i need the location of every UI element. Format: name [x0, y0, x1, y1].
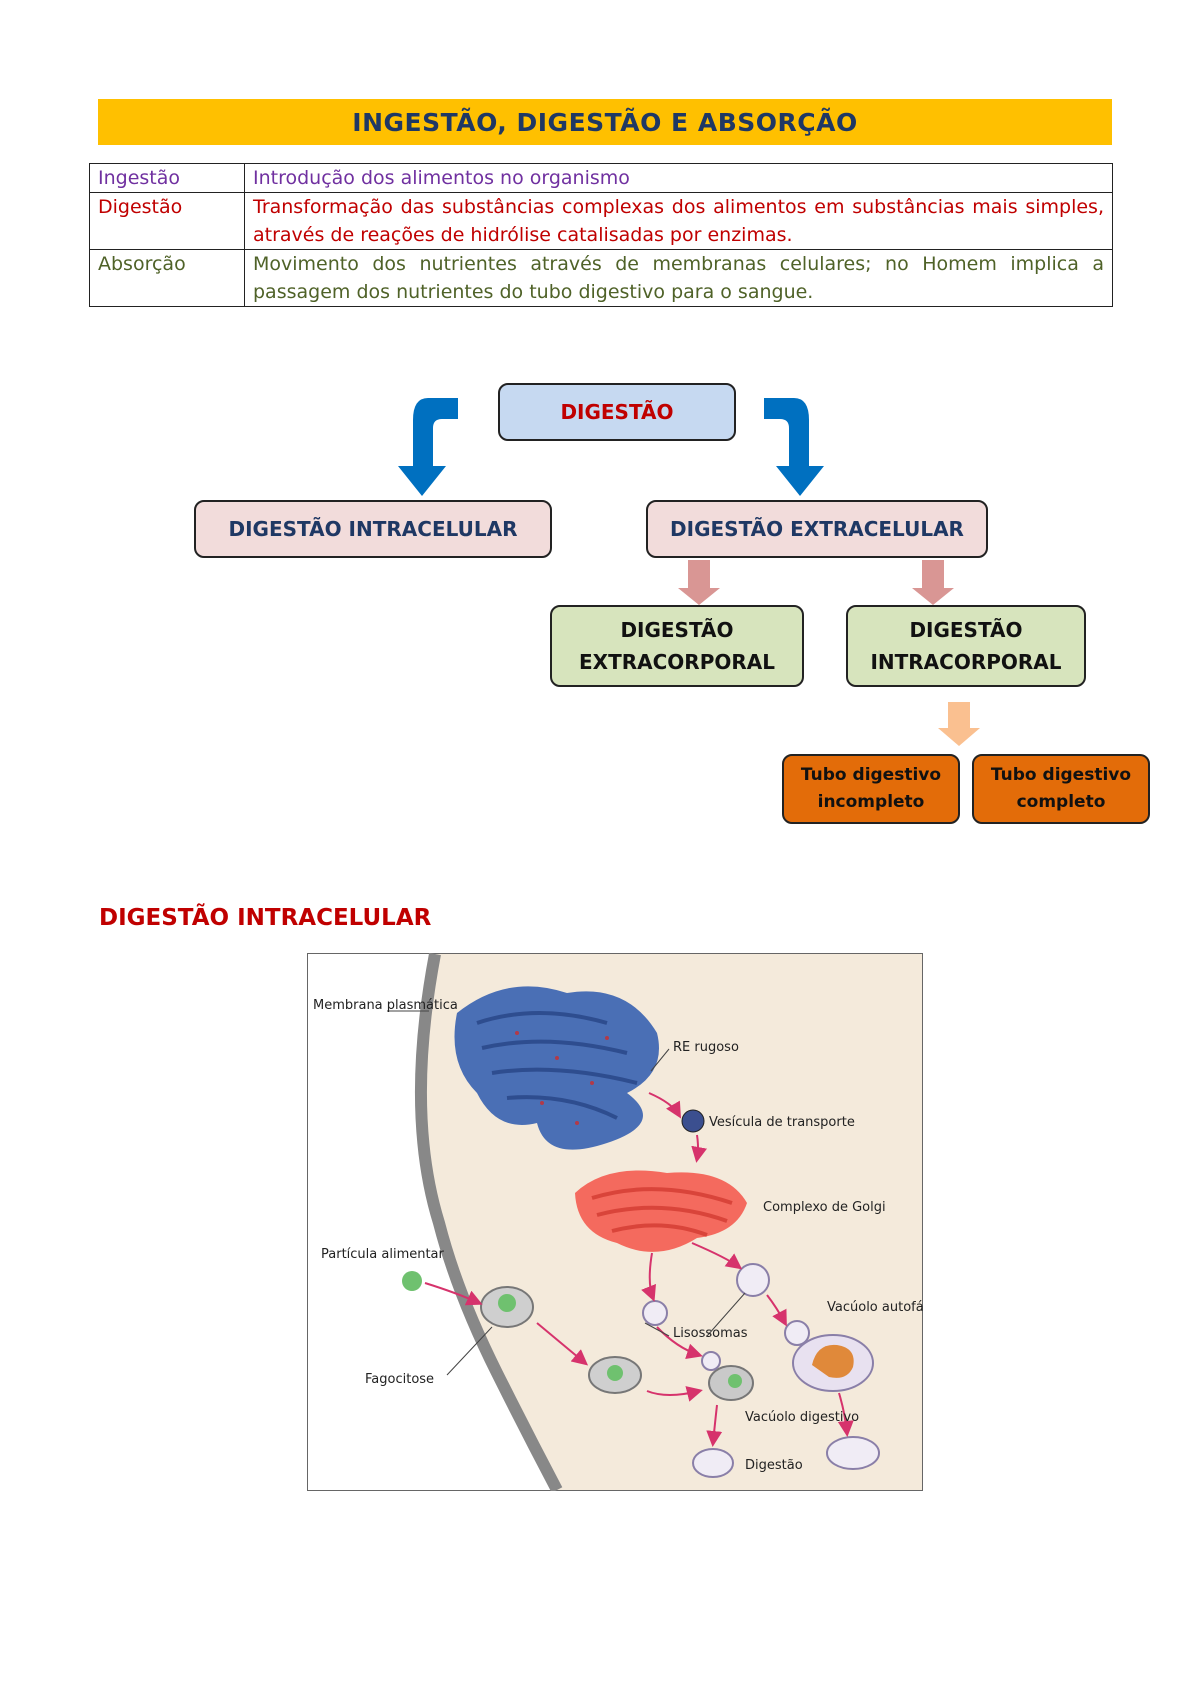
section-title: DIGESTÃO INTRACELULAR — [99, 905, 432, 931]
label-fagocitose: Fagocitose — [365, 1372, 434, 1387]
food-vacuole — [588, 1356, 642, 1394]
definitions-table: Ingestão Introdução dos alimentos no org… — [89, 163, 1113, 307]
digestion-vesicle — [692, 1448, 734, 1478]
label-membrana: Membrana plasmática — [313, 998, 458, 1013]
pink-arrow-extracorporal — [678, 560, 720, 605]
rough-er — [454, 986, 659, 1150]
process-arrows — [424, 1092, 854, 1447]
page-title: INGESTÃO, DIGESTÃO E ABSORÇÃO — [352, 107, 858, 137]
tubo-incompleto-box: Tubo digestivo incompleto — [782, 754, 960, 824]
label-vacuolo-digestivo: Vacúolo digestivo — [745, 1410, 859, 1425]
pink-arrow-intracorporal — [912, 560, 954, 605]
intracelular-box: DIGESTÃO INTRACELULAR — [194, 500, 552, 558]
label-digestao: Digestão — [745, 1458, 803, 1473]
blue-arrow-right — [764, 398, 824, 496]
table-row: Absorção Movimento dos nutrientes atravé… — [89, 249, 1113, 307]
diagram-arrows — [398, 398, 980, 746]
description-digestao: Transformação das substâncias complexas … — [244, 192, 1113, 250]
extracorporal-box: DIGESTÃO EXTRACORPORAL — [550, 605, 804, 687]
description-absorcao: Movimento dos nutrientes através de memb… — [244, 249, 1113, 307]
label-re-rugoso: RE rugoso — [673, 1040, 739, 1055]
term-digestao: Digestão — [89, 192, 245, 250]
digestive-vacuole — [701, 1351, 754, 1401]
digestion-vesicle — [826, 1436, 880, 1470]
autophagic-vacuole — [784, 1320, 874, 1392]
intracellular-digestion-figure: Membrana plasmática RE rugoso Vesícula d… — [307, 953, 923, 1491]
label-golgi: Complexo de Golgi — [763, 1200, 886, 1215]
label-vacuolo-autofagico: Vacúolo autofágico — [827, 1300, 923, 1315]
term-absorcao: Absorção — [89, 249, 245, 307]
intracorporal-box: DIGESTÃO INTRACORPORAL — [846, 605, 1086, 687]
title-banner: INGESTÃO, DIGESTÃO E ABSORÇÃO — [98, 99, 1112, 145]
plasma-membrane — [414, 953, 563, 1491]
label-vesicula: Vesícula de transporte — [709, 1115, 855, 1130]
lysosome — [736, 1263, 770, 1297]
diagram-root-box: DIGESTÃO — [498, 383, 736, 441]
orange-arrow — [938, 702, 980, 746]
food-particle — [402, 1271, 422, 1291]
label-particula: Partícula alimentar — [321, 1247, 445, 1262]
table-row: Digestão Transformação das substâncias c… — [89, 192, 1113, 250]
golgi-complex — [575, 1170, 747, 1252]
tubo-completo-box: Tubo digestivo completo — [972, 754, 1150, 824]
phagocytosis-vesicle — [480, 1286, 534, 1328]
transport-vesicle — [681, 1109, 705, 1133]
blue-arrow-left — [398, 398, 458, 496]
label-lisossomas: Lisossomas — [673, 1326, 748, 1341]
term-ingestao: Ingestão — [89, 163, 245, 193]
extracelular-box: DIGESTÃO EXTRACELULAR — [646, 500, 988, 558]
lysosome — [642, 1300, 668, 1326]
